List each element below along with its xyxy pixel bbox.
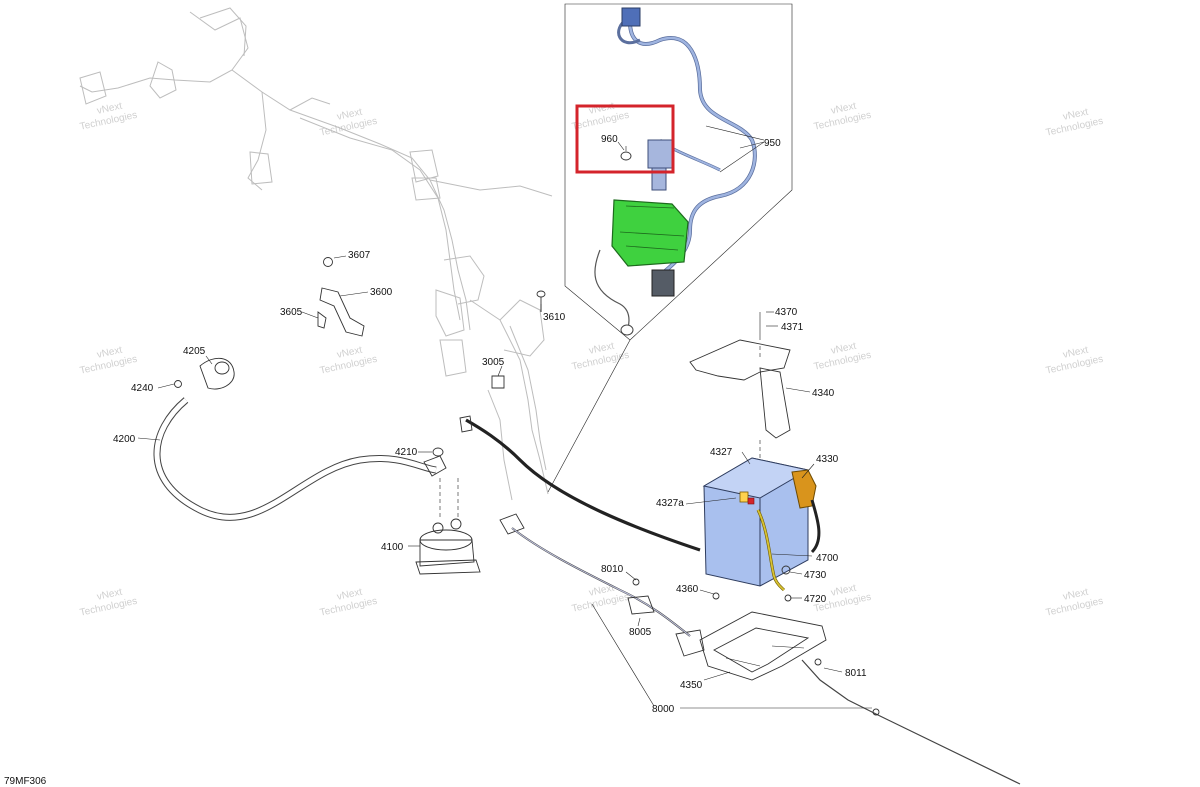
callout-4360: 4360 [676, 584, 699, 595]
sub-harness-950 [594, 7, 757, 336]
detail-inset [547, 3, 793, 493]
callout-4240: 4240 [131, 383, 154, 394]
watermark-line1: vNext [830, 583, 858, 599]
watermark-line1: vNext [1062, 107, 1090, 123]
callout-labels: 960 950 3607 3600 3605 3610 3005 4205 42… [113, 134, 867, 715]
callout-4200: 4200 [113, 434, 136, 445]
screw-960 [620, 146, 632, 161]
callout-3600: 3600 [370, 287, 393, 298]
watermark-line1: vNext [96, 101, 124, 117]
relay-box [611, 199, 689, 267]
watermark-line1: vNext [830, 101, 858, 117]
watermark-line1: vNext [830, 341, 858, 357]
battery-tray-4350 [675, 592, 827, 681]
callout-4100: 4100 [381, 542, 404, 553]
callout-8011: 8011 [845, 668, 867, 679]
watermark-line1: vNext [1062, 345, 1090, 361]
callout-4700: 4700 [816, 553, 839, 564]
leader-lines [137, 125, 872, 709]
watermark-line1: vNext [588, 341, 616, 357]
watermark-line1: vNext [1062, 587, 1090, 603]
watermark-line1: vNext [336, 107, 364, 123]
watermark-line1: vNext [336, 345, 364, 361]
callout-4330: 4330 [816, 454, 839, 465]
callout-4370: 4370 [775, 307, 798, 318]
ground-strap-4700 [756, 509, 792, 602]
callout-4720: 4720 [804, 594, 827, 605]
callout-4371: 4371 [781, 322, 804, 333]
callout-950: 950 [764, 138, 781, 149]
callout-4327a: 4327a [656, 498, 684, 509]
callout-3610: 3610 [543, 312, 566, 323]
callout-8000: 8000 [652, 704, 675, 715]
watermark-line1: vNext [96, 345, 124, 361]
watermark-line1: vNext [336, 587, 364, 603]
positive-cable [459, 415, 701, 552]
bracket-4340 [689, 312, 791, 470]
callout-8010: 8010 [601, 564, 624, 575]
cable-8000 [499, 513, 1021, 785]
callout-960: 960 [601, 134, 618, 145]
callout-3605: 3605 [280, 307, 303, 318]
callout-4730: 4730 [804, 570, 827, 581]
watermark-line1: vNext [96, 587, 124, 603]
battery-4327 [702, 457, 821, 587]
callout-3607: 3607 [348, 250, 371, 261]
callout-4327: 4327 [710, 447, 733, 458]
main-harness-ghost [79, 7, 553, 501]
highlight-box [575, 104, 675, 174]
callout-8005: 8005 [629, 627, 652, 638]
callout-4350: 4350 [680, 680, 703, 691]
callout-4210: 4210 [395, 447, 418, 458]
cable-4200 [153, 357, 447, 521]
solenoid-4100 [415, 478, 481, 575]
callout-4340: 4340 [812, 388, 835, 399]
callout-4205: 4205 [183, 346, 206, 357]
diagram-code: 79MF306 [4, 776, 47, 787]
watermark-line1: vNext [588, 583, 616, 599]
callout-3005: 3005 [482, 357, 505, 368]
